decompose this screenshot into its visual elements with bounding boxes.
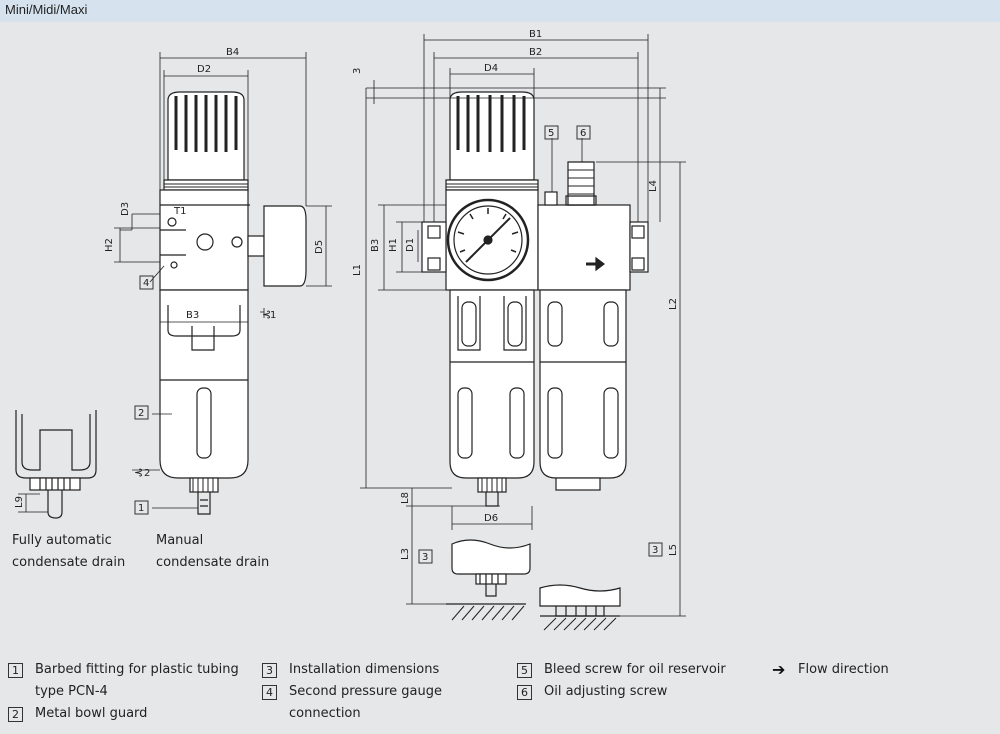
legend-1-text: Barbed fitting for plastic tubing: [35, 662, 239, 677]
dim-d2: D2: [197, 64, 211, 75]
port-1-label: 1: [270, 310, 276, 321]
automatic-drain-view: [15, 410, 97, 519]
legend-1-text-2: type PCN-4: [35, 684, 108, 699]
port-1-symbol: ⊰: [262, 308, 271, 321]
dim-l5: L5: [668, 544, 679, 556]
legend-2-number: 2: [8, 707, 23, 722]
dim-b3-front: B3: [370, 239, 381, 252]
legend-1-number: 1: [8, 663, 23, 678]
caption-automatic-drain: Fully automatic condensate drain: [12, 533, 126, 570]
dim-b1: B1: [529, 29, 542, 40]
flow-arrow-icon: ➔: [772, 660, 786, 679]
dim-l3: L3: [400, 548, 411, 560]
callout-3-right: 3: [652, 545, 658, 556]
dim-l8: L8: [400, 492, 411, 504]
legend-5-text: Bleed screw for oil reservoir: [544, 662, 726, 677]
dim-l2: L2: [668, 298, 679, 310]
callout-4: 4: [143, 278, 149, 289]
dim-l1: L1: [352, 264, 363, 276]
dim-h2: H2: [104, 238, 115, 252]
dim-h1: H1: [388, 238, 399, 252]
front-view: [421, 91, 649, 507]
section-header: Mini/Midi/Maxi: [0, 0, 1000, 22]
legend-5-number: 5: [517, 663, 532, 678]
dim-t1: T1: [173, 206, 186, 217]
callout-boxes: 2 1 4 5 6 3 3: [134, 125, 663, 564]
dim-3: 3: [352, 68, 363, 74]
side-view: [159, 91, 307, 515]
legend-4-text: Second pressure gauge: [289, 684, 442, 699]
technical-drawing: B4 D2 B3 T1 D3 H2 D5 L9 B1 B2 D4 3 L1 B3…: [14, 29, 686, 631]
callout-3-left: 3: [422, 552, 428, 563]
legend-flow-text: Flow direction: [798, 662, 889, 677]
dim-l9: L9: [14, 496, 25, 508]
legend-4-text-2: connection: [289, 706, 361, 721]
dim-b3-side: B3: [186, 310, 199, 321]
dim-l4: L4: [648, 180, 659, 192]
port-2-label: 2: [144, 468, 150, 479]
dimension-lines: [18, 34, 686, 617]
legend-3-text: Installation dimensions: [289, 662, 440, 677]
legend-3-number: 3: [262, 663, 277, 678]
callout-1: 1: [138, 503, 144, 514]
dim-d3: D3: [120, 202, 131, 216]
section-title: Mini/Midi/Maxi: [5, 2, 88, 17]
legend-6-number: 6: [517, 685, 532, 700]
leader-lines: [132, 138, 583, 509]
dim-d4: D4: [484, 63, 498, 74]
installation-detail: [446, 539, 621, 631]
dim-b2: B2: [529, 47, 542, 58]
dim-d5: D5: [314, 240, 325, 254]
callout-2: 2: [138, 408, 144, 419]
caption-manual-drain: Manual condensate drain: [156, 533, 270, 570]
legend-2-text: Metal bowl guard: [35, 706, 148, 721]
legend-6-text: Oil adjusting screw: [544, 684, 668, 699]
dim-b4: B4: [226, 47, 239, 58]
callout-5: 5: [548, 128, 554, 139]
dim-d1: D1: [405, 238, 416, 252]
legend-4-number: 4: [262, 685, 277, 700]
callout-6: 6: [580, 128, 586, 139]
dimension-labels: B4 D2 B3 T1 D3 H2 D5 L9 B1 B2 D4 3 L1 B3…: [14, 29, 679, 560]
port-2-symbol: ⊰: [134, 466, 143, 479]
dim-d6: D6: [484, 513, 498, 524]
